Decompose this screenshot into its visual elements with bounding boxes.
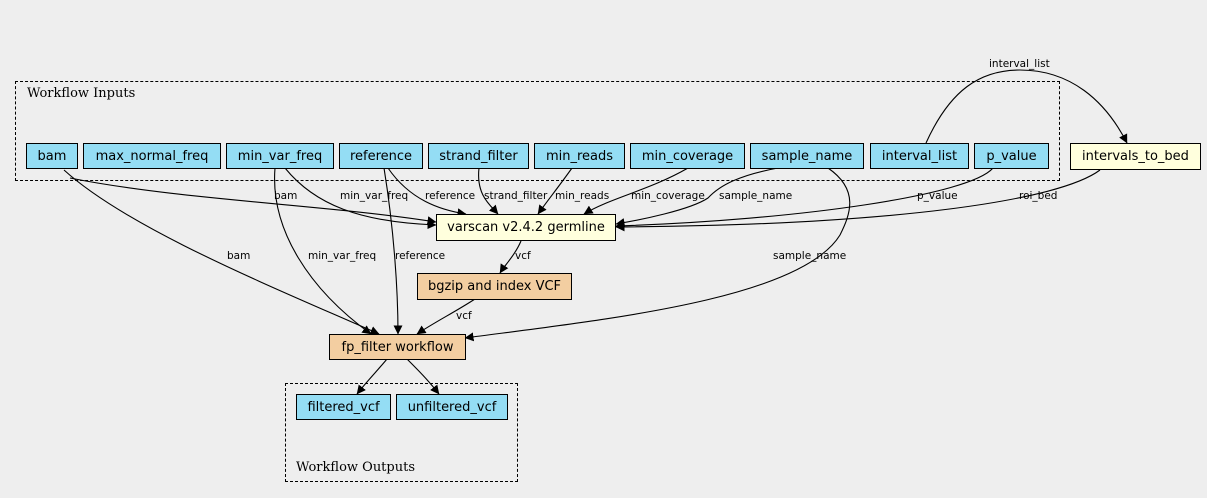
edge-label-min-var-freq-fp: min_var_freq [308,250,376,262]
edge-reference-to-varscan [387,167,467,218]
input-node-reference[interactable]: reference [339,143,423,169]
edge-sample-name-to-fp-filter [464,167,851,342]
edge-fp-filter-to-filtered-vcf [356,358,388,395]
edge-label-min-reads: min_reads [555,190,609,202]
input-node-sample-name[interactable]: sample_name [750,143,864,169]
edge-label-reference-varscan: reference [425,190,475,202]
edge-bgzip-to-fp-filter [416,298,476,335]
edge-label-bam-fp: bam [227,250,250,262]
edge-label-reference-fp: reference [395,250,445,262]
edge-bam-to-varscan [69,177,437,226]
edge-label-sample-name-fp: sample_name [773,250,846,262]
edge-sample-name-to-varscan [615,167,779,228]
workflow-inputs-cluster [15,81,1060,181]
edge-varscan-to-bgzip [499,240,522,274]
edge-label-sample-name-varscan: sample_name [719,190,792,202]
input-node-bam[interactable]: bam [26,143,78,169]
input-node-min-reads[interactable]: min_reads [534,143,625,169]
tool-node-intervals-to-bed[interactable]: intervals_to_bed [1070,143,1201,170]
output-node-unfiltered-vcf[interactable]: unfiltered_vcf [396,394,508,420]
edge-interval-list-to-intervals-to-bed [925,69,1128,144]
edge-reference-to-fp-filter [383,167,403,335]
edge-min-var-freq-to-fp-filter [274,167,372,335]
edge-label-interval-list: interval_list [989,58,1050,70]
input-node-max-normal-freq[interactable]: max_normal_freq [83,143,221,169]
subworkflow-node-bgzip[interactable]: bgzip and index VCF [417,273,572,300]
edge-label-min-coverage: min_coverage [631,190,705,202]
tool-node-varscan[interactable]: varscan v2.4.2 germline [436,214,616,241]
input-node-interval-list[interactable]: interval_list [870,143,969,169]
edge-bam-to-fp-filter [63,169,380,335]
workflow-outputs-cluster [285,383,518,482]
edge-label-vcf-bgzip: vcf [456,310,472,322]
edge-min-reads-to-varscan [537,167,573,215]
input-node-min-coverage[interactable]: min_coverage [630,143,745,169]
edge-label-vcf-varscan: vcf [515,250,531,262]
workflow-outputs-label: Workflow Outputs [296,460,415,475]
output-node-filtered-vcf[interactable]: filtered_vcf [296,394,391,420]
input-node-strand-filter[interactable]: strand_filter [428,143,529,169]
edge-label-strand-filter: strand_filter [484,190,548,202]
edge-label-p-value: p_value [917,190,958,202]
workflow-inputs-label: Workflow Inputs [27,86,136,101]
edge-intervals-to-bed-to-varscan [615,169,1101,232]
edge-p-value-to-varscan [615,167,994,231]
edge-label-min-var-freq-varscan: min_var_freq [340,190,408,202]
edge-fp-filter-to-unfiltered-vcf [406,358,440,395]
edge-min-coverage-to-varscan [583,167,689,215]
edge-label-roi-bed: roi_bed [1019,190,1057,202]
input-node-min-var-freq[interactable]: min_var_freq [226,143,334,169]
input-node-p-value[interactable]: p_value [974,143,1049,169]
subworkflow-node-fp-filter[interactable]: fp_filter workflow [329,334,466,360]
edge-label-bam-varscan: bam [274,190,297,202]
edge-strand-filter-to-varscan [478,167,499,215]
